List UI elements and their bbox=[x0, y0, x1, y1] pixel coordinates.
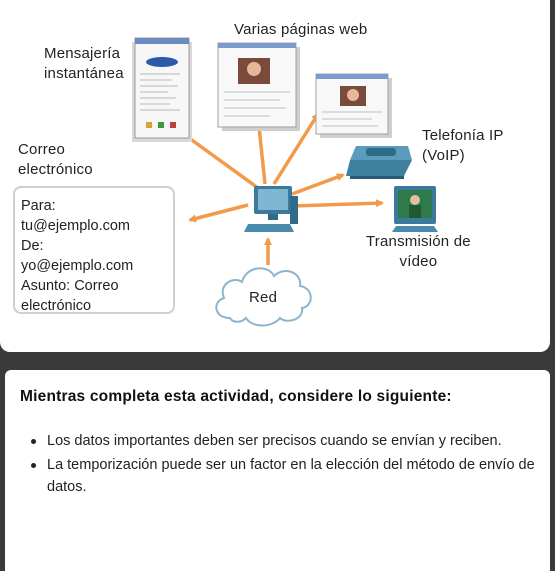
web-page-1-icon bbox=[217, 42, 300, 131]
email-line: Para: bbox=[21, 198, 56, 214]
list-item: La temporización puede ser un factor en … bbox=[31, 454, 546, 498]
central-computer-icon bbox=[244, 186, 298, 232]
diagram-panel: Mensajería instantánea Varias páginas we… bbox=[0, 0, 550, 352]
network-diagram bbox=[132, 37, 438, 327]
email-line: electrónico bbox=[21, 298, 92, 314]
notes-list: Los datos importantes deben ser precisos… bbox=[31, 430, 546, 500]
network-cloud-icon bbox=[215, 267, 312, 327]
email-line: Asunto: Correo bbox=[21, 278, 119, 294]
voip-label: Telefonía IP (VoIP) bbox=[422, 127, 504, 164]
web-page-2-icon bbox=[315, 73, 392, 138]
web-pages-label: Varias páginas web bbox=[234, 21, 368, 38]
email-line: tu@ejemplo.com bbox=[21, 218, 131, 234]
network-label: Red bbox=[249, 289, 278, 306]
arrow-to-web-2 bbox=[272, 112, 320, 185]
arrow-to-video bbox=[292, 199, 384, 208]
notes-title: Mientras completa esta actividad, consid… bbox=[20, 388, 452, 405]
ip-phone-icon bbox=[346, 146, 412, 179]
instant-messaging-window-icon bbox=[132, 37, 192, 142]
arrow-to-voip bbox=[291, 173, 345, 196]
email-card: Para: tu@ejemplo.com De: yo@ejemplo.com … bbox=[13, 186, 175, 314]
arrow-to-email bbox=[188, 203, 249, 223]
list-item: Los datos importantes deben ser precisos… bbox=[31, 430, 546, 452]
email-line: yo@ejemplo.com bbox=[21, 258, 134, 274]
notes-panel: Mientras completa esta actividad, consid… bbox=[5, 370, 550, 571]
email-line: De: bbox=[21, 238, 44, 254]
email-label: Correo electrónico bbox=[18, 141, 93, 178]
im-label: Mensajería instantánea bbox=[44, 45, 124, 82]
video-label: Transmisión de vídeo bbox=[366, 233, 471, 270]
video-monitor-icon bbox=[392, 186, 438, 232]
